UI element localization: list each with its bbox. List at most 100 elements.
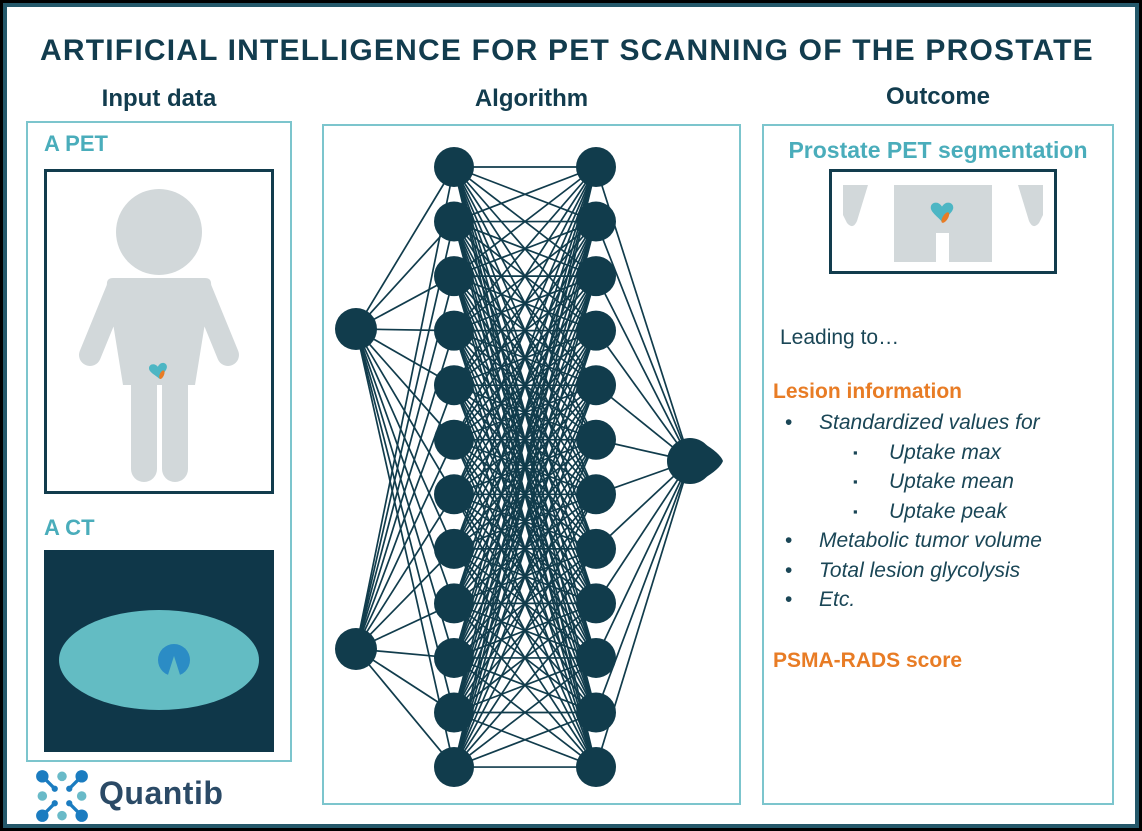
column-header-input-data: Input data (101, 85, 217, 112)
lesion-bullet-item: • Metabolic tumor volume (773, 526, 1118, 556)
hidden-node (576, 365, 616, 406)
lesion-bullet-text: Uptake mean (889, 470, 1014, 493)
ct-image (44, 550, 274, 752)
hidden-node (434, 747, 474, 788)
lesion-bullet-item: •Total lesion glycolysis (773, 556, 1118, 586)
lesion-streak (159, 370, 165, 379)
network-edge (453, 166, 597, 441)
figure-torso (106, 278, 212, 385)
network-edge (453, 493, 597, 768)
hidden-node (434, 310, 474, 351)
lesion-information-title: Lesion information (773, 380, 962, 403)
bullet-dot-icon: • (785, 558, 793, 582)
lesion-bullet-text: Standardized values for (819, 411, 1040, 434)
network-edge (595, 221, 691, 462)
bullet-square-icon: ▪ (853, 444, 858, 460)
lesion-bullet-item: • Standardized values for (773, 408, 1118, 438)
network-edge (355, 328, 455, 441)
network-edge (595, 330, 691, 462)
network-edge (453, 602, 597, 768)
network-edge (355, 221, 455, 650)
lesion-bullet-text: Uptake peak (889, 499, 1007, 523)
network-edge (595, 460, 691, 604)
seg-right-arm (1018, 185, 1043, 227)
network-edge (453, 166, 597, 386)
hidden-node (434, 365, 474, 406)
hidden-node (434, 583, 474, 624)
segmentation-label: Prostate PET segmentation (788, 137, 1088, 163)
hidden-node (434, 256, 474, 297)
hidden-node (434, 692, 474, 733)
segmentation-image (829, 169, 1057, 274)
network-edge (595, 460, 691, 659)
output-node-tip (703, 443, 723, 479)
hidden-node (576, 747, 616, 788)
hidden-node (434, 528, 474, 569)
ct-label: A CT (44, 515, 95, 540)
network-edge (355, 493, 455, 650)
pet-label: A PET (44, 131, 108, 156)
network-edge (453, 439, 597, 768)
lesion-bullet-text: Etc. (819, 588, 856, 611)
network-edge (453, 166, 597, 713)
network-edge (595, 275, 691, 462)
bullet-dot-icon: • (785, 529, 793, 552)
network-edge (453, 166, 597, 277)
hidden-node (576, 583, 616, 624)
bullet-dot-icon: • (785, 588, 793, 611)
hidden-node (434, 147, 474, 187)
network-edge (355, 220, 455, 330)
network-edge (453, 275, 597, 768)
hidden-node (576, 147, 616, 187)
lesion-bullet-item: • Etc. (773, 585, 1118, 615)
network-edge (355, 166, 455, 650)
hidden-node (434, 637, 474, 678)
network-edge (355, 439, 455, 650)
psma-rads-score: PSMA-RADS score (773, 649, 963, 672)
bullet-dot-icon: • (785, 411, 793, 434)
quantib-logo-icon (33, 767, 91, 825)
network-edge (453, 657, 597, 768)
leading-to-text: Leading to… (780, 326, 900, 349)
hidden-node (576, 692, 616, 733)
network-edge (453, 711, 597, 768)
hidden-node (576, 474, 616, 515)
network-edge (355, 166, 455, 330)
network-edge (453, 166, 597, 495)
figure-head (116, 189, 202, 275)
output-node (667, 438, 713, 484)
network-edge (355, 548, 455, 650)
seg-left-arm (843, 185, 868, 227)
hidden-node (576, 419, 616, 460)
quantib-logo-text: Quantib (99, 775, 224, 811)
hidden-node (434, 474, 474, 515)
prostate-heart-marker (149, 362, 167, 379)
network-edge (453, 166, 597, 659)
network-edge (355, 648, 455, 768)
lesion-bullet-item: ▪ Uptake peak (773, 497, 1118, 527)
network-edge (453, 166, 597, 550)
bullet-square-icon: ▪ (853, 503, 858, 519)
ct-blob-notch (167, 656, 181, 678)
lesion-bullet-text: Metabolic tumor volume (819, 529, 1042, 552)
seg-prostate-heart (930, 202, 954, 223)
lesion-bullet-item: ▪Uptake max (773, 438, 1118, 468)
input-node (335, 308, 377, 350)
network-edge (453, 166, 597, 768)
network-edge (453, 166, 597, 223)
algorithm-panel (322, 124, 741, 805)
poster-frame: ARTIFICIAL INTELLIGENCE FOR PET SCANNING… (3, 3, 1139, 828)
bullet-square-icon: ▪ (853, 474, 858, 489)
seg-lesion-streak (941, 212, 950, 223)
human-silhouette (79, 189, 239, 482)
lesion-bullet-list: •Standardized values for▪Uptake max▪Upta… (773, 408, 1118, 615)
hidden-node (576, 528, 616, 569)
neural-network-diagram (335, 147, 723, 788)
lesion-bullet-item: ▪ Uptake mean (773, 467, 1118, 497)
figure-right-arm (190, 278, 239, 366)
figure-left-arm (79, 278, 128, 366)
network-edge (453, 330, 597, 768)
hidden-node (434, 201, 474, 242)
network-edge (453, 166, 597, 604)
network-edge (595, 460, 691, 713)
